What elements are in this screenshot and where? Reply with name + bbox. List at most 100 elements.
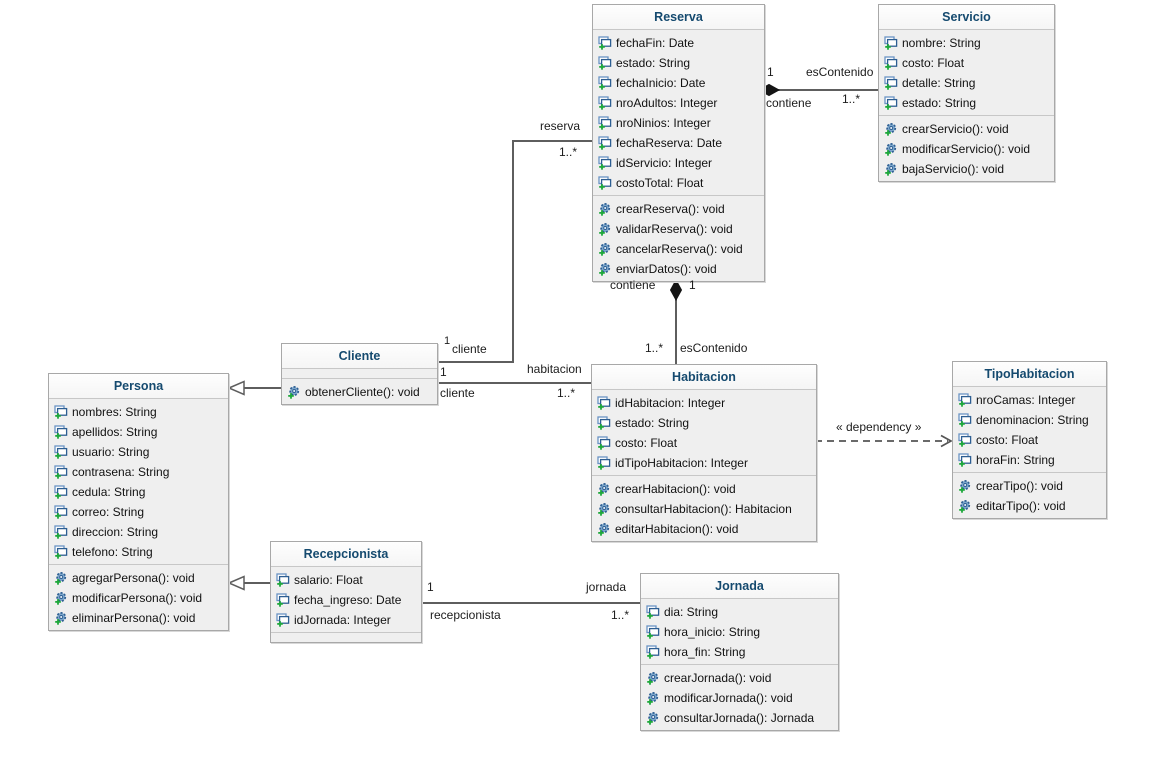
- attribute-text: estado: String: [902, 96, 977, 110]
- attribute-text: direccion: String: [72, 525, 159, 539]
- method-text: bajaServicio(): void: [902, 162, 1005, 176]
- field-icon: [597, 436, 611, 450]
- attributes-compartment: idHabitacion: Integer estado: String cos…: [592, 389, 816, 475]
- attribute-text: apellidos: String: [72, 425, 158, 439]
- class-title: Persona: [49, 374, 228, 398]
- method-text: consultarHabitacion(): Habitacion: [615, 502, 792, 516]
- method-text: enviarDatos(): void: [616, 262, 717, 276]
- method-row: agregarPersona(): void: [49, 568, 228, 588]
- attribute-row: hora_inicio: String: [641, 622, 838, 642]
- method-row: validarReserva(): void: [593, 219, 764, 239]
- methods-compartment: crearServicio(): void modificarServicio(…: [879, 115, 1054, 181]
- method-row: editarHabitacion(): void: [592, 519, 816, 539]
- method-row: editarTipo(): void: [953, 496, 1106, 516]
- attribute-row: costo: Float: [592, 433, 816, 453]
- method-row: eliminarPersona(): void: [49, 608, 228, 628]
- field-icon: [598, 56, 612, 70]
- method-text: consultarJornada(): Jornada: [664, 711, 815, 725]
- class-persona[interactable]: Persona nombres: String apellidos: Strin…: [48, 373, 229, 631]
- class-title: Servicio: [879, 5, 1054, 29]
- operation-icon: [646, 712, 659, 725]
- attribute-text: telefono: String: [72, 545, 153, 559]
- method-text: editarTipo(): void: [976, 499, 1066, 513]
- methods-compartment: crearReserva(): void validarReserva(): v…: [593, 195, 764, 281]
- field-icon: [598, 36, 612, 50]
- method-text: editarHabitacion(): void: [615, 522, 739, 536]
- attribute-text: denominacion: String: [976, 413, 1089, 427]
- method-row: consultarHabitacion(): Habitacion: [592, 499, 816, 519]
- class-servicio[interactable]: Servicio nombre: String costo: Float det…: [878, 4, 1055, 182]
- attribute-row: costo: Float: [879, 53, 1054, 73]
- field-icon: [54, 525, 68, 539]
- field-icon: [276, 613, 290, 627]
- attribute-row: nombre: String: [879, 33, 1054, 53]
- attribute-row: hora_fin: String: [641, 642, 838, 662]
- field-icon: [598, 136, 612, 150]
- operation-icon: [54, 572, 67, 585]
- attribute-row: telefono: String: [49, 542, 228, 562]
- operation-icon: [597, 483, 610, 496]
- field-icon: [597, 456, 611, 470]
- dependency-stereotype: « dependency »: [836, 420, 922, 434]
- attribute-text: hora_fin: String: [664, 645, 746, 659]
- field-icon: [597, 416, 611, 430]
- method-text: modificarJornada(): void: [664, 691, 793, 705]
- attribute-row: nroNinios: Integer: [593, 113, 764, 133]
- field-icon: [884, 56, 898, 70]
- class-title: Reserva: [593, 5, 764, 29]
- attribute-row: estado: String: [593, 53, 764, 73]
- attributes-compartment: dia: String hora_inicio: String hora_fin…: [641, 598, 838, 664]
- attribute-text: estado: String: [616, 56, 691, 70]
- method-row: crearReserva(): void: [593, 199, 764, 219]
- attribute-row: estado: String: [879, 93, 1054, 113]
- attribute-text: fechaFin: Date: [616, 36, 695, 50]
- class-title: Recepcionista: [271, 542, 421, 566]
- field-icon: [958, 453, 972, 467]
- field-icon: [597, 396, 611, 410]
- field-icon: [884, 36, 898, 50]
- field-icon: [958, 433, 972, 447]
- edge-mult-cliente: 1: [440, 365, 447, 379]
- method-row: consultarJornada(): Jornada: [641, 708, 838, 728]
- operation-icon: [287, 386, 300, 399]
- field-icon: [958, 413, 972, 427]
- attribute-text: usuario: String: [72, 445, 150, 459]
- attribute-text: horaFin: String: [976, 453, 1055, 467]
- class-jornada[interactable]: Jornada dia: String hora_inicio: String …: [640, 573, 839, 731]
- operation-icon: [646, 692, 659, 705]
- class-recepcionista[interactable]: Recepcionista salario: Float fecha_ingre…: [270, 541, 422, 643]
- operation-icon: [597, 523, 610, 536]
- class-habitacion[interactable]: Habitacion idHabitacion: Integer estado:…: [591, 364, 817, 542]
- class-reserva[interactable]: Reserva fechaFin: Date estado: String fe…: [592, 4, 765, 282]
- field-icon: [884, 96, 898, 110]
- field-icon: [646, 605, 660, 619]
- field-icon: [646, 645, 660, 659]
- class-cliente[interactable]: Cliente obtenerCliente(): void: [281, 343, 438, 405]
- attribute-row: costoTotal: Float: [593, 173, 764, 193]
- attribute-row: fechaFin: Date: [593, 33, 764, 53]
- method-row: enviarDatos(): void: [593, 259, 764, 279]
- class-tipohabitacion[interactable]: TipoHabitacion nroCamas: Integer denomin…: [952, 361, 1107, 519]
- generalization-arrow: [227, 575, 245, 591]
- operation-icon: [958, 480, 971, 493]
- method-text: obtenerCliente(): void: [305, 385, 420, 399]
- operation-icon: [597, 503, 610, 516]
- attribute-row: nombres: String: [49, 402, 228, 422]
- attribute-row: cedula: String: [49, 482, 228, 502]
- field-icon: [54, 425, 68, 439]
- method-row: obtenerCliente(): void: [282, 382, 437, 402]
- edge-mult-recepcionista: 1: [427, 580, 434, 594]
- attribute-text: nombres: String: [72, 405, 157, 419]
- attribute-row: nroAdultos: Integer: [593, 93, 764, 113]
- edge-mult-habitacion: 1..*: [645, 341, 664, 355]
- methods-compartment: agregarPersona(): void modificarPersona(…: [49, 564, 228, 630]
- attribute-row: correo: String: [49, 502, 228, 522]
- method-row: modificarServicio(): void: [879, 139, 1054, 159]
- attribute-row: idServicio: Integer: [593, 153, 764, 173]
- attribute-text: idHabitacion: Integer: [615, 396, 726, 410]
- attribute-text: nroNinios: Integer: [616, 116, 711, 130]
- class-title: Jornada: [641, 574, 838, 598]
- operation-icon: [646, 672, 659, 685]
- attribute-text: correo: String: [72, 505, 145, 519]
